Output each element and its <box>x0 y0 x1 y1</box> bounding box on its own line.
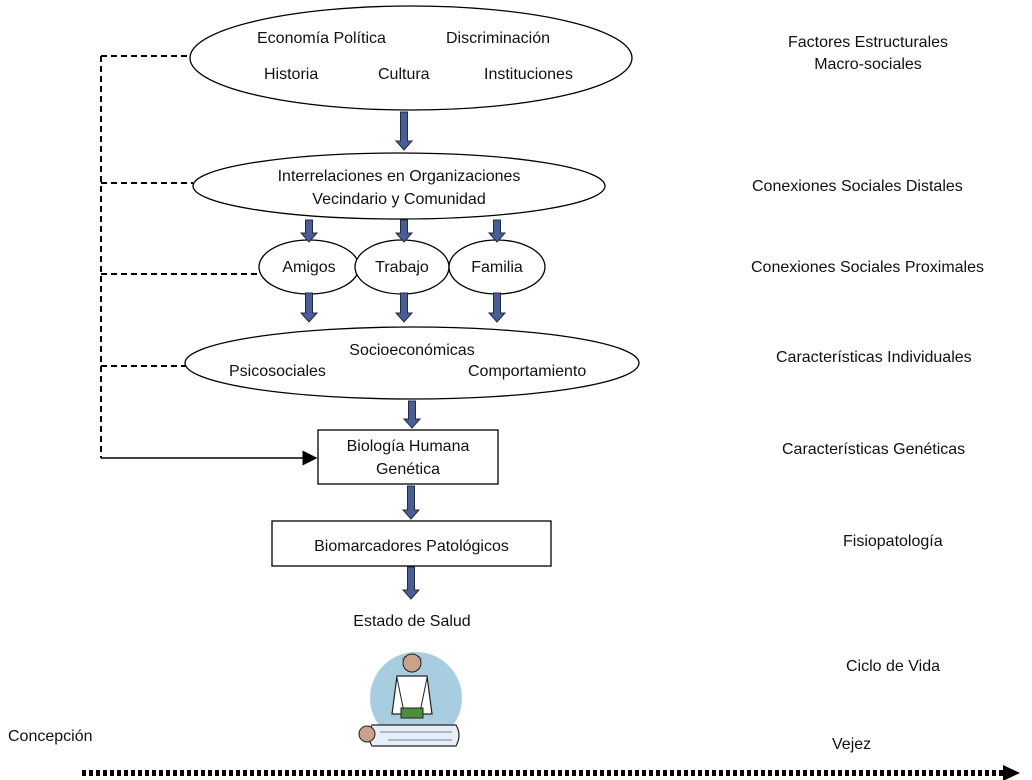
label-estado-salud: Estado de Salud <box>353 613 471 630</box>
arrow-biologia-to-biomarcadores <box>401 485 421 520</box>
arrow-structural-to-distal <box>394 111 414 151</box>
arrow-trabajo-to-individual <box>394 292 414 323</box>
label-psicosociales: Psicosociales <box>229 363 326 380</box>
arrow-distal-to-familia <box>487 219 507 243</box>
label-interrelaciones: Interrelaciones en Organizaciones <box>277 168 521 185</box>
label-vecindario: Vecindario y Comunidad <box>312 191 486 208</box>
label-biologia: Biología Humana <box>346 438 470 455</box>
arrow-amigos-to-individual <box>299 292 319 323</box>
label-trabajo: Trabajo <box>375 259 429 276</box>
timeline-arrowhead <box>1003 765 1020 780</box>
label-discriminacion: Discriminación <box>446 30 551 47</box>
arrow-distal-to-amigos <box>299 219 319 243</box>
label-concepcion: Concepción <box>8 728 93 745</box>
feedback-lines <box>100 55 259 458</box>
biomarcadores-box <box>271 520 552 567</box>
label-biomarcadores: Biomarcadores Patológicos <box>314 538 509 555</box>
label-instituciones: Instituciones <box>484 66 573 83</box>
label-factores-estructurales: Factores Estructurales <box>787 34 949 51</box>
distal-connections-ellipse <box>192 152 606 220</box>
label-socioeconomicas: Socioeconómicas <box>349 342 475 359</box>
arrow-familia-to-individual <box>487 292 507 323</box>
label-amigos: Amigos <box>282 259 336 276</box>
label-comportamiento: Comportamiento <box>468 363 587 380</box>
individual-characteristics-ellipse <box>184 326 640 400</box>
cpr-illustration-icon <box>358 652 462 747</box>
label-conexiones-proximales: Conexiones Sociales Proximales <box>751 259 984 276</box>
label-fisiopatologia: Fisiopatología <box>843 533 943 550</box>
label-vejez: Vejez <box>832 736 872 753</box>
label-cultura: Cultura <box>378 66 430 83</box>
label-economia-politica: Economía Política <box>257 30 386 47</box>
label-familia: Familia <box>471 259 523 276</box>
label-ciclo-vida: Ciclo de Vida <box>846 658 940 675</box>
label-macro-sociales: Macro-sociales <box>814 56 922 73</box>
structural-factors-ellipse <box>189 5 633 111</box>
arrow-individual-to-biologia <box>402 400 422 429</box>
label-caracteristicas-individuales: Características Individuales <box>776 349 972 366</box>
label-historia: Historia <box>264 66 319 83</box>
label-genetica: Genética <box>375 461 441 478</box>
flow-arrows <box>299 111 507 600</box>
label-conexiones-distales: Conexiones Sociales Distales <box>752 178 963 195</box>
label-caracteristicas-geneticas: Características Genéticas <box>782 441 966 458</box>
arrow-biomarcadores-to-salud <box>401 566 421 600</box>
arrow-distal-to-trabajo <box>394 219 414 243</box>
biologia-box <box>317 429 499 485</box>
